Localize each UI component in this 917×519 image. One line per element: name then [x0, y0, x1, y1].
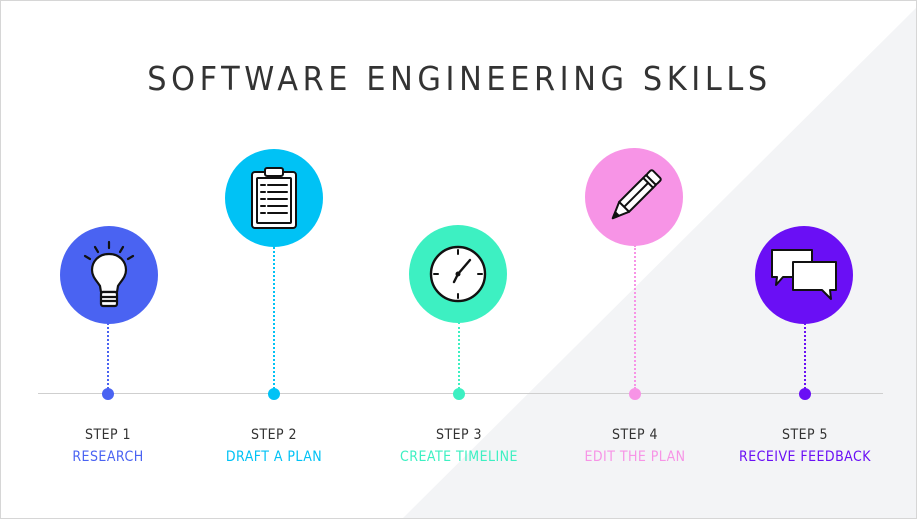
step-1-label: RESEARCH	[72, 449, 144, 465]
step-5-circle	[755, 226, 853, 324]
step-1-dot	[102, 388, 114, 400]
pencil-icon	[611, 169, 662, 220]
step-3-number: STEP 3	[436, 427, 482, 443]
lightbulb-icon	[83, 240, 135, 308]
step-3-circle	[409, 225, 507, 323]
step-3-dot	[453, 388, 465, 400]
chat-bubbles-icon	[771, 249, 837, 300]
clipboard-icon	[251, 167, 297, 229]
step-4-label: EDIT THE PLAN	[584, 449, 686, 465]
step-3-label: CREATE TIMELINE	[400, 449, 518, 465]
step-5-label: RECEIVE FEEDBACK	[739, 449, 871, 465]
step-5-dot	[799, 388, 811, 400]
step-2-stem	[273, 247, 275, 389]
step-1-stem	[107, 323, 109, 389]
step-1-circle	[60, 226, 158, 324]
step-2-number: STEP 2	[251, 427, 297, 443]
step-2-circle	[225, 149, 323, 247]
step-1-number: STEP 1	[85, 427, 131, 443]
step-4-dot	[629, 388, 641, 400]
step-2-dot	[268, 388, 280, 400]
step-4-stem	[634, 245, 636, 389]
step-5-number: STEP 5	[782, 427, 828, 443]
step-2-label: DRAFT A PLAN	[225, 449, 323, 465]
step-4-number: STEP 4	[612, 427, 658, 443]
step-5-stem	[804, 323, 806, 389]
step-3-stem	[458, 322, 460, 389]
step-4-circle	[585, 148, 683, 246]
clock-icon	[429, 245, 487, 303]
page-title: SOFTWARE ENGINEERING SKILLS	[147, 59, 772, 98]
